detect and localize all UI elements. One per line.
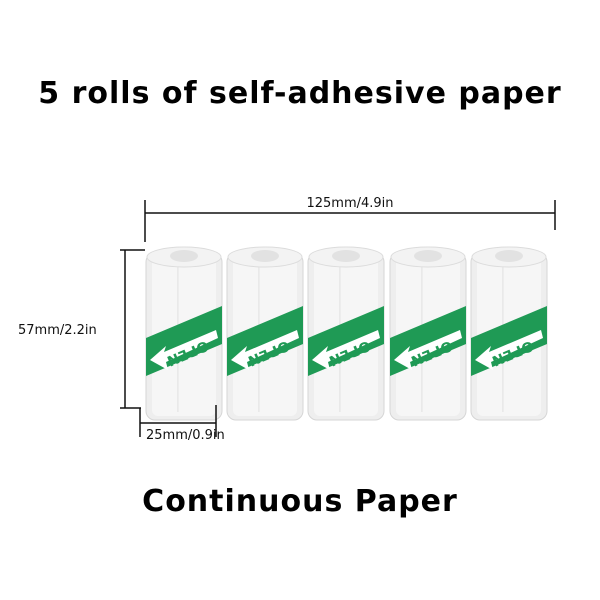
roll-core-hole: [495, 250, 523, 262]
paper-roll: OPEN: [226, 246, 304, 421]
footer-caption: Continuous Paper: [142, 484, 458, 519]
paper-roll: OPEN: [145, 246, 223, 421]
arrow-icon: [150, 330, 218, 370]
arrow-icon: [231, 330, 299, 370]
paper-roll: OPEN: [307, 246, 385, 421]
width-label: 125mm/4.9in: [306, 196, 393, 211]
dimension-lines: [120, 200, 556, 437]
arrow-icon: [312, 330, 380, 370]
heading: 5 rolls of self-adhesive paper: [38, 76, 562, 111]
roll-core-hole: [414, 250, 442, 262]
paper-roll: OPEN: [470, 246, 548, 421]
height-label: 57mm/2.2in: [18, 323, 97, 338]
roll-core-hole: [170, 250, 198, 262]
arrow-icon: [394, 330, 462, 370]
roll-core-hole: [332, 250, 360, 262]
diameter-label: 25mm/0.9in: [146, 428, 225, 443]
paper-roll: OPEN: [389, 246, 467, 421]
arrow-icon: [475, 330, 543, 370]
roll-core-hole: [251, 250, 279, 262]
